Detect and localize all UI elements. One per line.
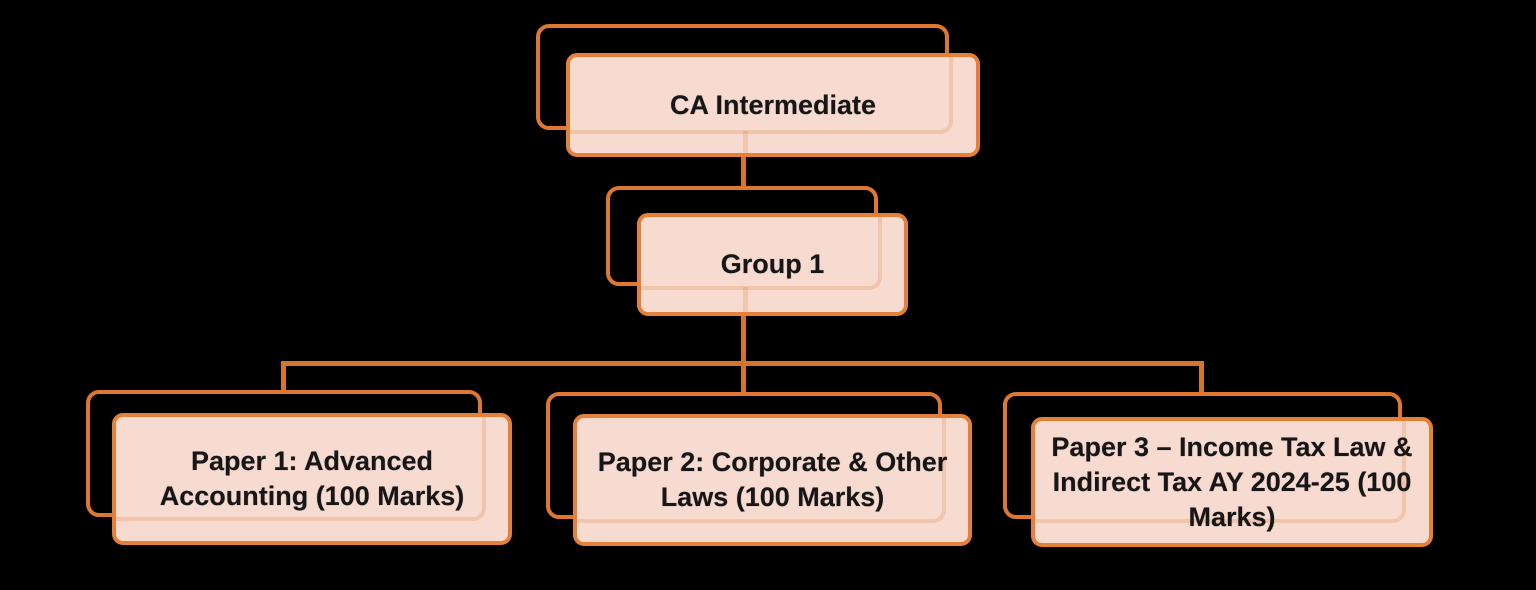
node-ca-intermediate: CA Intermediate [566,53,980,157]
connector-group1-to-bus [741,314,746,364]
node-paper2-label: Paper 2: Corporate & Other Laws (100 Mar… [597,447,948,512]
connector-bus-to-paper2 [741,361,746,394]
node-ca-intermediate-label: CA Intermediate [669,89,877,120]
node-paper3-ghost-outline [1035,421,1406,523]
node-paper3: Paper 3 – Income Tax Law & Indirect Tax … [1031,417,1433,547]
node-paper3-label: Paper 3 – Income Tax Law & Indirect Tax … [1051,431,1413,532]
node-paper1-ghost-outline [116,417,486,521]
node-paper1: Paper 1: Advanced Accounting (100 Marks) [112,413,512,545]
node-group1: Group 1 [637,213,908,316]
node-paper2: Paper 2: Corporate & Other Laws (100 Mar… [573,414,972,546]
node-group1-label: Group 1 [720,249,825,279]
node-paper2-ghost-outline [577,418,946,523]
connector-root-to-group1 [741,156,746,190]
node-ca-intermediate-ghost-outline [570,57,953,134]
node-group1-ghost-outline [641,217,882,290]
node-paper1-label: Paper 1: Advanced Accounting (100 Marks) [159,446,465,511]
connector-bus-to-paper3 [1199,361,1204,394]
connector-bus-to-paper1 [281,361,286,391]
node-group1-ghost-connector [743,287,748,312]
node-ca-intermediate-ghost-connector [743,131,748,153]
